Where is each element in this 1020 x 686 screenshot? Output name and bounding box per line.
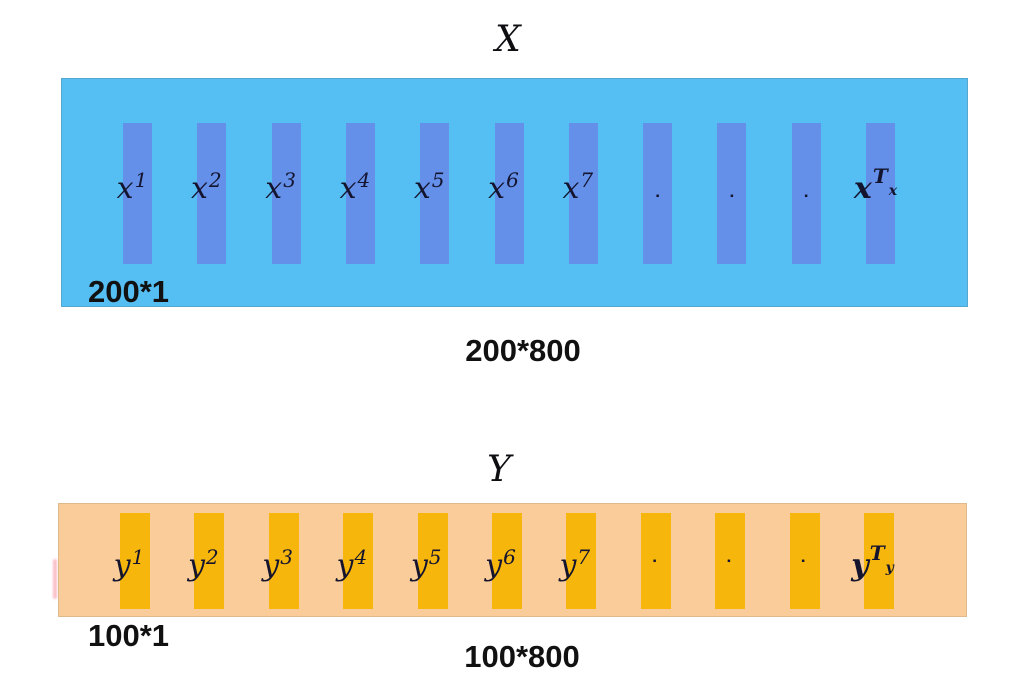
y-column-dimension-label: 100*1 (88, 618, 170, 653)
x-col-bar (568, 123, 598, 264)
video-artifact-mark (53, 559, 57, 599)
x-col-bar (494, 123, 524, 264)
x-col-bar (791, 123, 821, 264)
x-ellipsis-dot: ▪ (804, 191, 808, 202)
x-ellipsis-dot: ▪ (730, 191, 734, 202)
y-col-bar (120, 513, 150, 609)
x-matrix-title: X (495, 19, 521, 60)
y-col-bar (194, 513, 225, 609)
x-matrix-dimension-label: 200*800 (465, 333, 581, 368)
x-ellipsis-dot: ▪ (655, 191, 660, 202)
y-matrix-title: Y (487, 449, 511, 490)
x-col-bar (123, 123, 152, 264)
x-col-bar (717, 123, 747, 264)
x-col-bar (420, 123, 450, 264)
x-column-dimension-label: 200*1 (88, 274, 170, 309)
y-matrix-dimension-label: 100*800 (464, 639, 580, 674)
y-ellipsis-dot: ▪ (801, 556, 805, 567)
y-col-bar (789, 513, 820, 609)
y-col-bar (343, 513, 374, 609)
y-ellipsis-dot: ▪ (727, 556, 731, 567)
y-col-bar (864, 513, 894, 609)
y-col-bar (492, 513, 522, 609)
x-col-bar (643, 123, 673, 264)
x-col-bar (345, 123, 375, 264)
y-col-bar (715, 513, 746, 609)
x-col-bar (271, 123, 301, 264)
y-col-bar (566, 513, 597, 609)
y-ellipsis-dot: ▪ (652, 556, 657, 567)
y-col-bar (417, 513, 448, 609)
y-col-bar (268, 513, 299, 609)
x-col-bar (866, 123, 895, 264)
x-col-bar (197, 123, 227, 264)
y-col-bar (640, 513, 671, 609)
